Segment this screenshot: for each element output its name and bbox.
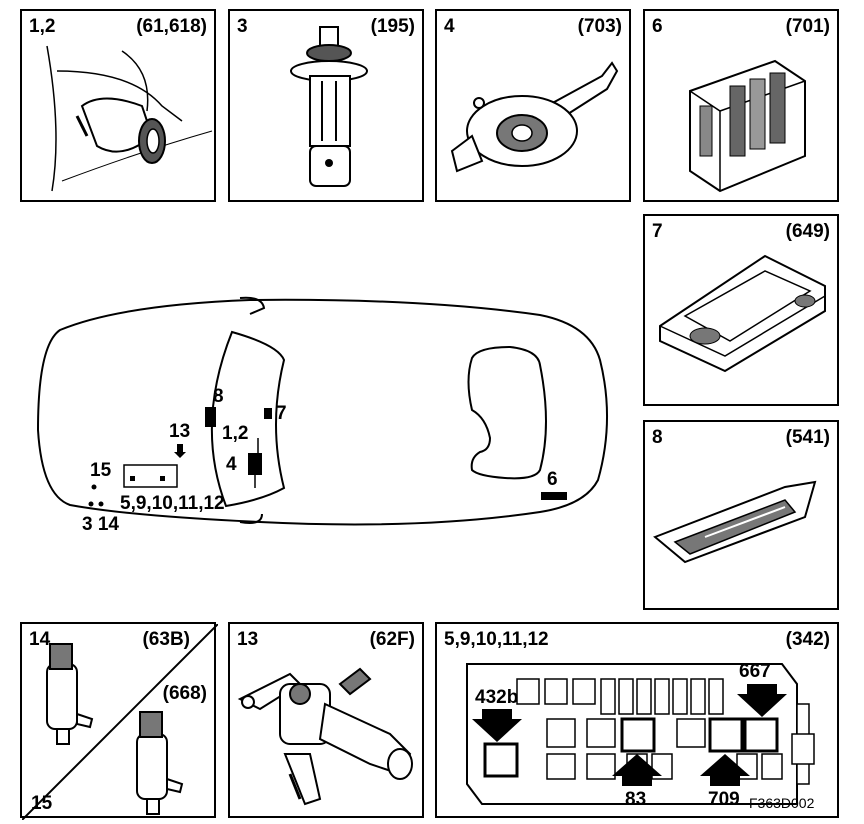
relay-label-709: 709 <box>708 789 740 810</box>
panel-number-secondary: 15 <box>31 793 53 814</box>
steering-switch-illustration <box>450 61 619 173</box>
panel-component-13: 13 (62F) <box>228 622 424 818</box>
panel-code: (62F) <box>369 629 415 650</box>
panel-component-4: 4 (703) <box>435 9 631 202</box>
panel-code: (195) <box>370 16 415 37</box>
car-label-8: 8 <box>213 386 224 407</box>
panel-fuse-box: 5,9,10,11,12 (342) <box>435 622 839 818</box>
panel-number: 13 <box>237 629 259 650</box>
panel-component-7: 7 (649) <box>643 214 839 406</box>
panel-code: (342) <box>785 629 830 650</box>
panel-component-3: 3 (195) <box>228 9 424 202</box>
panel-number: 8 <box>652 427 663 448</box>
panel-code: (63B) <box>142 629 190 650</box>
panel-component-8: 8 (541) <box>643 420 839 610</box>
panel-number: 6 <box>652 16 663 37</box>
figure-id: F363D002 <box>749 795 815 811</box>
control-module-illustration <box>689 59 806 193</box>
panel-code: (649) <box>785 221 830 242</box>
panel-number: 5,9,10,11,12 <box>444 629 549 650</box>
panel-number: 1,2 <box>29 16 56 37</box>
light-switch-illustration <box>46 45 213 192</box>
car-label-15: 15 <box>90 460 112 481</box>
switch-panel-illustration <box>653 480 817 564</box>
car-label-3-14: 3 14 <box>82 514 119 535</box>
panel-code: (703) <box>577 16 622 37</box>
fuel-pump-illustration <box>290 26 368 187</box>
panel-number: 7 <box>652 221 663 242</box>
car-label-group-5-9-10-11-12: 5,9,10,11,12 <box>120 493 225 514</box>
washer-pump-illustrations <box>22 624 218 820</box>
panel-component-6: 6 (701) <box>643 9 839 202</box>
car-label-1-2: 1,2 <box>222 423 249 444</box>
panel-number: 3 <box>237 16 248 37</box>
relay-label-667: 667 <box>739 661 771 682</box>
fuse-box-illustration <box>466 663 815 805</box>
panel-code: (541) <box>785 427 830 448</box>
panel-code: (701) <box>785 16 830 37</box>
car-label-13: 13 <box>169 421 191 442</box>
car-label-7: 7 <box>276 403 287 424</box>
panel-number: 14 <box>29 629 51 650</box>
airbag-module-illustration <box>659 254 826 373</box>
panel-code: (61,618) <box>136 16 207 37</box>
car-label-4: 4 <box>226 454 237 475</box>
panel-code-secondary: (668) <box>162 683 207 704</box>
relay-label-83: 83 <box>625 789 647 810</box>
panel-component-14-15: 14 (63B) (668) 15 <box>20 622 218 820</box>
panel-component-1-2: 1,2 (61,618) <box>20 9 216 202</box>
panel-number: 4 <box>444 16 455 37</box>
car-label-6: 6 <box>547 469 558 490</box>
wiper-motor-illustration <box>237 667 413 806</box>
relay-label-432b: 432b <box>475 687 519 708</box>
